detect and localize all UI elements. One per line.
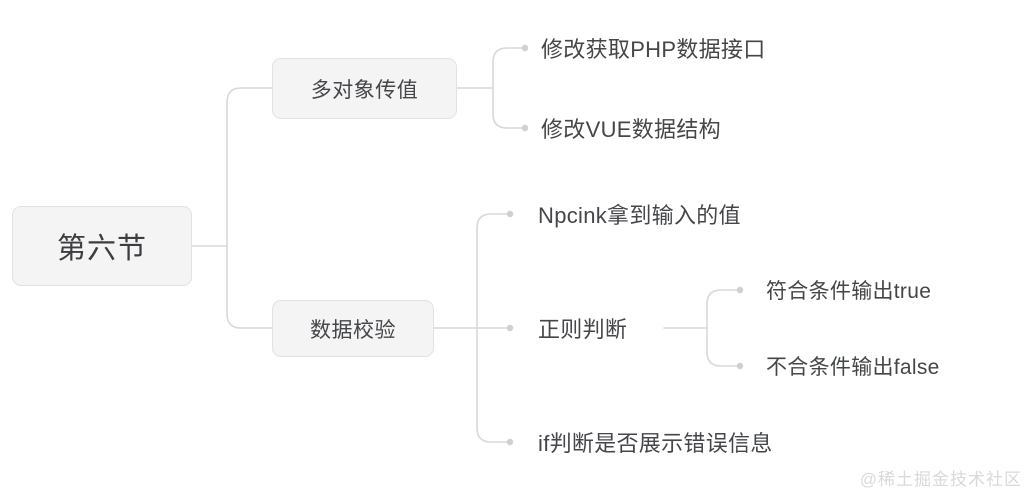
edge-branch1-to-leaf12 <box>492 87 526 129</box>
edge-dot-leaf12 <box>521 124 529 132</box>
edge-leaf22-to-false <box>706 327 741 367</box>
mindmap-node-root[interactable]: 第六节 <box>12 206 192 286</box>
edge-root-to-branch2 <box>226 245 273 329</box>
edge-branch1-to-leaf11 <box>492 47 526 89</box>
mindmap-node-output-true-label: 符合条件输出true <box>766 280 932 303</box>
mindmap-node-output-false[interactable]: 不合条件输出false <box>766 351 940 381</box>
edge-dot-true <box>736 286 744 294</box>
edge-dot-leaf22 <box>506 324 514 332</box>
mindmap-node-modify-php-api-label: 修改获取PHP数据接口 <box>541 37 766 62</box>
watermark: @稀土掘金技术社区 <box>859 470 1022 489</box>
edge-branch2-to-leaf21 <box>476 213 511 329</box>
edge-branch2-to-leaf23 <box>476 327 511 443</box>
edge-leaf22-to-true <box>706 289 741 329</box>
mindmap-node-modify-vue-structure-label: 修改VUE数据结构 <box>541 117 721 142</box>
mindmap-node-if-show-error-label: if判断是否展示错误信息 <box>538 431 773 456</box>
edge-dot-leaf11 <box>521 44 529 52</box>
edge-dot-leaf23 <box>506 438 514 446</box>
mindmap-node-data-validation-label: 数据校验 <box>310 318 396 342</box>
mindmap-node-multi-object-pass[interactable]: 多对象传值 <box>272 58 457 119</box>
edge-dot-false <box>736 362 744 370</box>
mindmap-node-output-false-label: 不合条件输出false <box>766 356 940 379</box>
edge-dot-leaf21 <box>506 210 514 218</box>
mindmap-node-npcink-get-value[interactable]: Npcink拿到输入的值 <box>538 198 741 230</box>
mindmap-node-data-validation[interactable]: 数据校验 <box>272 300 434 357</box>
mindmap-node-npcink-get-value-label: Npcink拿到输入的值 <box>538 203 741 228</box>
mindmap-node-modify-vue-structure[interactable]: 修改VUE数据结构 <box>541 112 721 144</box>
mindmap-node-output-true[interactable]: 符合条件输出true <box>766 275 931 305</box>
mindmap-node-root-label: 第六节 <box>56 233 147 265</box>
mindmap-node-regex-check-label: 正则判断 <box>538 317 628 342</box>
mindmap-node-modify-php-api[interactable]: 修改获取PHP数据接口 <box>541 32 766 64</box>
edge-root-to-branch1 <box>226 87 273 247</box>
mindmap-node-regex-check[interactable]: 正则判断 <box>538 312 627 344</box>
mindmap-node-if-show-error[interactable]: if判断是否展示错误信息 <box>538 426 773 458</box>
mindmap-node-multi-object-pass-label: 多对象传值 <box>310 78 419 102</box>
